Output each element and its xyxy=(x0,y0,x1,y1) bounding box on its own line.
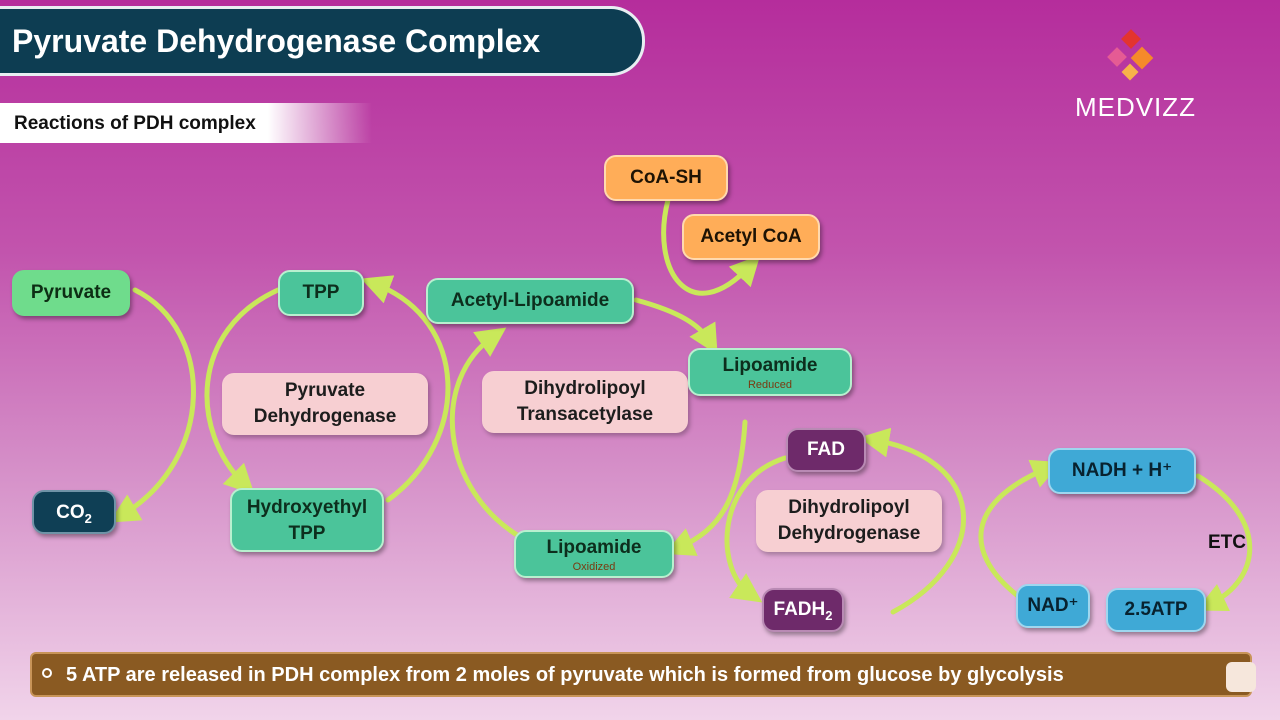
node-nadh: NADH + H⁺ xyxy=(1048,448,1196,494)
enzyme-dihydrolipoyl-transacetylase: Dihydrolipoyl Transacetylase xyxy=(482,371,688,433)
node-tpp: TPP xyxy=(278,270,364,316)
page-subtitle: Reactions of PDH complex xyxy=(14,113,256,134)
arrow-tpp-to-hydroxyethyl xyxy=(204,287,281,495)
presenter-icon xyxy=(1226,662,1256,692)
node-acetyl-lipoamide: Acetyl-Lipoamide xyxy=(426,278,634,324)
page-title: Pyruvate Dehydrogenase Complex xyxy=(12,23,541,59)
node-hydroxyethyl-tpp: Hydroxyethyl TPP xyxy=(230,488,384,552)
node-fadh2: FADH2 xyxy=(762,588,844,632)
arrow-lipoamide-ox-to-acetyl xyxy=(449,327,525,541)
node-fad: FAD xyxy=(786,428,866,472)
subtitle-bar: Reactions of PDH complex xyxy=(0,103,372,143)
node-acetyl-coa: Acetyl CoA xyxy=(682,214,820,260)
bullet-icon xyxy=(42,668,52,678)
node-atp: 2.5ATP xyxy=(1106,588,1206,632)
arrow-pyruvate-to-co2 xyxy=(109,287,196,523)
arrow-nad-to-nadh xyxy=(978,459,1062,599)
footer-text: 5 ATP are released in PDH complex from 2… xyxy=(66,664,1064,686)
label-etc: ETC xyxy=(1208,532,1246,553)
title-bar: Pyruvate Dehydrogenase Complex xyxy=(0,6,645,76)
medvizz-logo-icon xyxy=(1107,29,1154,81)
footer-note: 5 ATP are released in PDH complex from 2… xyxy=(30,652,1252,697)
node-lipoamide-reduced: Lipoamide Reduced xyxy=(688,348,852,396)
node-coa-sh: CoA-SH xyxy=(604,155,728,201)
arrow-hydroxyethyl-to-tpp xyxy=(360,275,451,503)
node-nad: NAD⁺ xyxy=(1016,584,1090,628)
arrow-fadh2-to-fad xyxy=(859,427,967,615)
enzyme-dihydrolipoyl-dehydrogenase: Dihydrolipoyl Dehydrogenase xyxy=(756,490,942,552)
arrow-lipoamide-red-to-ox xyxy=(664,419,748,556)
arrow-fad-to-fadh2 xyxy=(724,455,788,603)
logo-text: MEDVIZZ xyxy=(1074,92,1197,122)
node-lipoamide-oxidized: Lipoamide Oxidized xyxy=(514,530,674,578)
arrow-nadh-to-atp xyxy=(1195,473,1253,612)
arrow-acetyl-to-lipoamide-red xyxy=(633,297,718,355)
arrow-coa-to-acetylcoa xyxy=(661,197,761,296)
node-pyruvate: Pyruvate xyxy=(12,270,130,316)
node-co2: CO2 xyxy=(32,490,116,534)
enzyme-pyruvate-dehydrogenase: Pyruvate Dehydrogenase xyxy=(222,373,428,435)
